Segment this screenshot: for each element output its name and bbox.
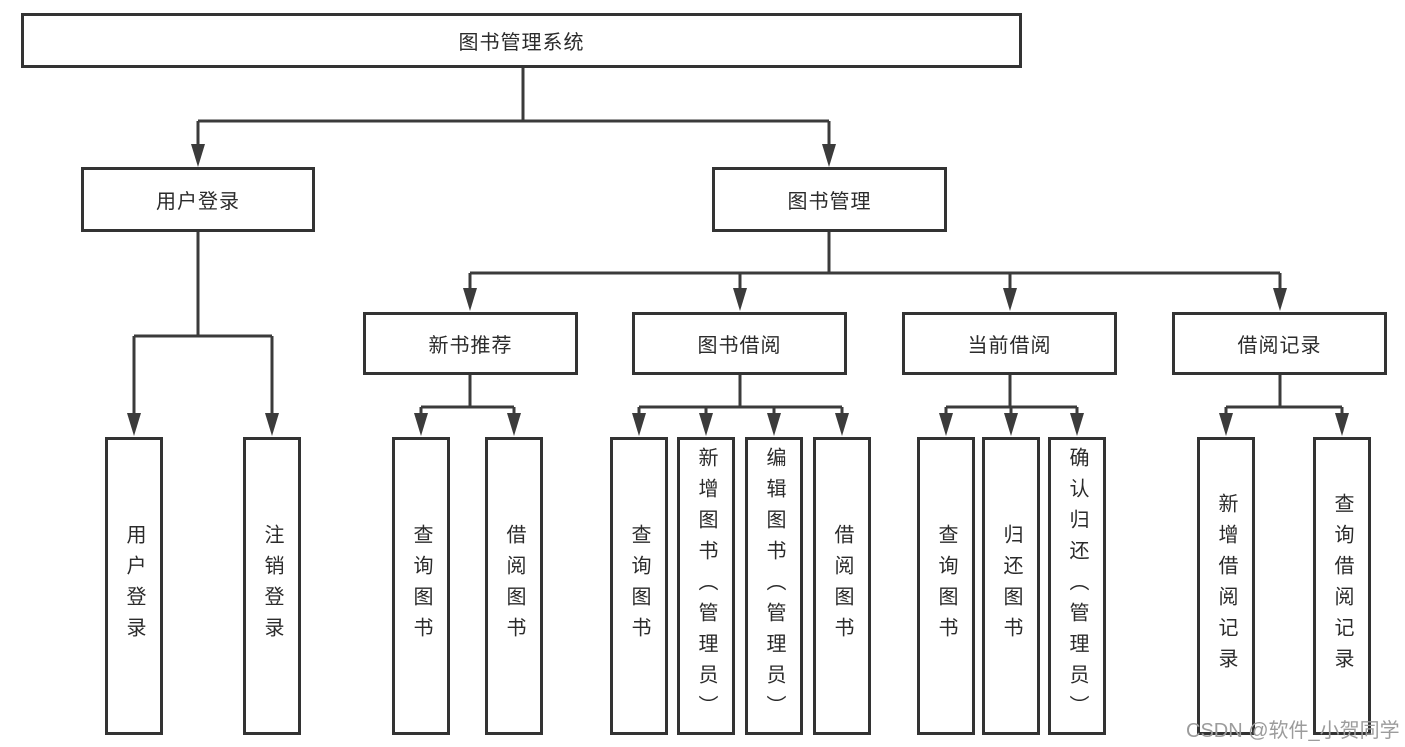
node-book-management: 图书管理 [712,167,947,232]
leaf-borrow-query-books: 查询图书 [610,437,668,735]
leaf-logout-login: 注销登录 [243,437,301,735]
node-new-book-recommend: 新书推荐 [363,312,578,375]
connector-newbookrec-to-leaves [414,375,521,436]
csdn-watermark: CSDN @软件_小贺同学 [1186,720,1400,742]
leaf-current-query-books: 查询图书 [917,437,975,735]
leaf-newrec-borrow-books: 借阅图书 [485,437,543,735]
node-book-borrow: 图书借阅 [632,312,847,375]
connector-root-to-level2 [191,68,836,167]
leaf-current-confirm-return-admin: 确认归还（管理员） [1048,437,1106,735]
node-borrow-records: 借阅记录 [1172,312,1387,375]
node-root-system: 图书管理系统 [21,13,1022,68]
leaf-borrow-borrow-books: 借阅图书 [813,437,871,735]
connector-borrowrecords-to-leaves [1219,375,1349,436]
connector-currentborrow-to-leaves [939,375,1084,436]
node-user-login: 用户登录 [81,167,315,232]
connector-login-to-leaves [127,232,279,436]
leaf-current-return-books: 归还图书 [982,437,1040,735]
leaf-records-add-record: 新增借阅记录 [1197,437,1255,735]
leaf-borrow-edit-books-admin: 编辑图书（管理员） [745,437,803,735]
leaf-user-login: 用户登录 [105,437,163,735]
leaf-borrow-add-books-admin: 新增图书（管理员） [677,437,735,735]
node-current-borrow: 当前借阅 [902,312,1117,375]
leaf-newrec-query-books: 查询图书 [392,437,450,735]
leaf-records-query-record: 查询借阅记录 [1313,437,1371,735]
connector-bookmgmt-to-level3 [463,232,1287,311]
connector-bookborrow-to-leaves [632,375,849,436]
